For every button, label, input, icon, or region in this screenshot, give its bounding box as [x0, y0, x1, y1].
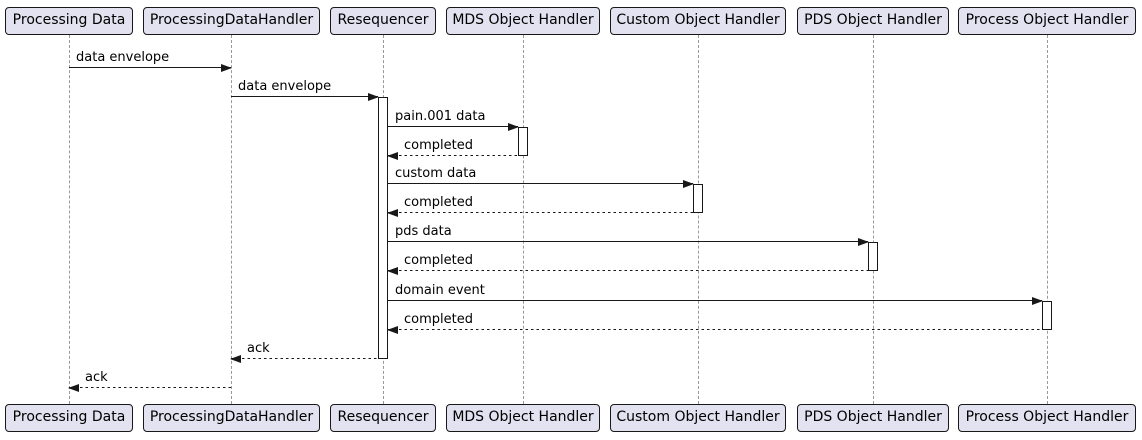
activation-bar-mds-object-handler [518, 127, 528, 156]
message-line [388, 299, 1042, 301]
message-10-completed: completed [387, 310, 1042, 334]
arrowhead-right-icon [221, 64, 232, 72]
message-3-pain001-data: pain.001 data [388, 107, 519, 131]
message-line [388, 182, 693, 184]
participant-top-process-object-handler: Process Object Handler [958, 7, 1136, 35]
participant-top-resequencer: Resequencer [330, 7, 436, 35]
participant-bottom-process-object-handler: Process Object Handler [958, 404, 1136, 432]
message-4-completed: completed [387, 136, 518, 160]
message-line [388, 155, 518, 156]
arrowhead-left-icon [68, 384, 79, 392]
message-line [231, 358, 378, 359]
participant-bottom-custom-object-handler: Custom Object Handler [610, 404, 786, 432]
message-5-custom-data: custom data [388, 164, 694, 188]
message-7-pds-data: pds data [388, 222, 869, 246]
activation-bar-pds-object-handler [868, 242, 878, 271]
lifeline-processing-data [68, 35, 70, 404]
message-line [388, 212, 693, 213]
message-11-ack: ack [230, 339, 378, 363]
participant-bottom-mds-object-handler: MDS Object Handler [446, 404, 600, 432]
arrowhead-left-icon [387, 152, 398, 160]
participant-bottom-processing-data: Processing Data [5, 404, 133, 432]
message-label: completed [404, 195, 473, 210]
arrowhead-left-icon [230, 355, 241, 363]
lifeline-process-object-handler [1046, 35, 1048, 404]
arrowhead-right-icon [508, 123, 519, 131]
lifeline-pds-object-handler [872, 35, 874, 404]
message-label: domain event [395, 283, 485, 298]
participant-top-pds-object-handler: PDS Object Handler [797, 7, 949, 35]
participant-bottom-pds-object-handler: PDS Object Handler [797, 404, 949, 432]
lifeline-custom-object-handler [697, 35, 699, 404]
arrowhead-right-icon [858, 238, 869, 246]
message-8-completed: completed [387, 251, 868, 275]
participant-top-mds-object-handler: MDS Object Handler [446, 7, 600, 35]
participant-top-custom-object-handler: Custom Object Handler [610, 7, 786, 35]
message-line [388, 240, 868, 242]
message-line [69, 387, 231, 388]
message-line [388, 125, 518, 127]
activation-bar-custom-object-handler [693, 184, 703, 213]
message-line [388, 329, 1042, 330]
arrowhead-left-icon [387, 267, 398, 275]
message-2-data-envelope: data envelope [231, 77, 379, 101]
message-label: completed [404, 253, 473, 268]
message-label: ack [85, 370, 108, 385]
arrowhead-right-icon [1032, 297, 1043, 305]
arrowhead-left-icon [387, 209, 398, 217]
arrowhead-left-icon [387, 326, 398, 334]
message-12-ack: ack [68, 368, 231, 392]
message-label: pain.001 data [395, 109, 486, 124]
message-6-completed: completed [387, 193, 693, 217]
message-label: data envelope [76, 50, 170, 65]
message-9-domain-event: domain event [388, 281, 1043, 305]
message-label: pds data [395, 224, 452, 239]
activation-bar-process-object-handler [1042, 301, 1052, 330]
activation-bar-resequencer [378, 97, 388, 359]
participant-bottom-processing-data-handler: ProcessingDataHandler [143, 404, 320, 432]
message-label: data envelope [238, 79, 332, 94]
participant-top-processing-data-handler: ProcessingDataHandler [143, 7, 320, 35]
message-line [388, 270, 868, 271]
message-label: ack [247, 341, 270, 356]
arrowhead-right-icon [683, 180, 694, 188]
lifeline-processing-data-handler [230, 35, 232, 404]
message-label: completed [404, 312, 473, 327]
lifeline-mds-object-handler [522, 35, 524, 404]
message-1-data-envelope: data envelope [69, 48, 232, 72]
message-label: custom data [395, 166, 477, 181]
participant-top-processing-data: Processing Data [5, 7, 133, 35]
arrowhead-right-icon [368, 93, 379, 101]
message-line [69, 66, 231, 68]
message-line [231, 95, 378, 97]
participant-bottom-resequencer: Resequencer [330, 404, 436, 432]
message-label: completed [404, 138, 473, 153]
